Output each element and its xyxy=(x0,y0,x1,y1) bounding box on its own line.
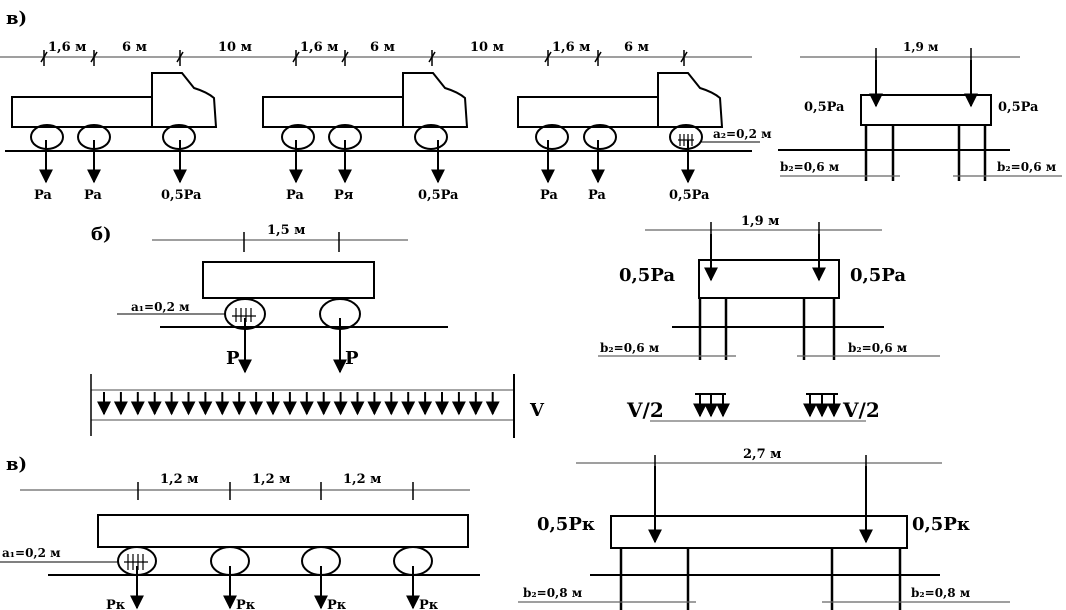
dim-label: 6 м xyxy=(624,40,649,55)
contact-patch-hatch xyxy=(124,554,148,570)
dim-label: 1,2 м xyxy=(343,472,381,487)
dim-label: 1,6 м xyxy=(300,40,338,55)
v-left-label: V/2 xyxy=(626,398,664,422)
distributed-load xyxy=(90,374,515,438)
dim-label: 1,6 м xyxy=(48,40,86,55)
b-left-label: b₂=0,6 м xyxy=(600,341,660,355)
load-left-label: 0,5Pк xyxy=(537,514,595,535)
load-right-label: 0,5Pк xyxy=(912,514,970,535)
distributed-load-label: V xyxy=(529,400,545,421)
cross-section: 1,9 м 0,5Pa 0,5Pa b₂=0,6 м b₂=0,6 м xyxy=(598,214,940,422)
truck xyxy=(262,72,469,150)
dim-label: 10 м xyxy=(470,40,504,55)
section-b-label: б) xyxy=(91,224,112,245)
dim-label: 1,2 м xyxy=(252,472,290,487)
load-label: Pк xyxy=(419,598,439,610)
wheels xyxy=(117,546,433,576)
trailer-body xyxy=(202,261,375,299)
load-label: Pa xyxy=(588,188,606,203)
dimension-ticks xyxy=(40,50,688,66)
truck xyxy=(11,72,218,150)
b-left-label: b₂=0,6 м xyxy=(780,160,840,174)
load-arrows xyxy=(130,566,420,610)
load-right-label: 0,5Pa xyxy=(850,265,906,286)
load-label: Pa xyxy=(286,188,304,203)
dim-label: 6 м xyxy=(370,40,395,55)
section-b: б) 1,5 м a₁=0,2 м P P V xyxy=(90,214,940,438)
load-label: Pa xyxy=(540,188,558,203)
load-label: P xyxy=(226,348,240,369)
width-label: 1,9 м xyxy=(741,214,779,229)
load-label: 0,5Pa xyxy=(418,188,459,203)
v-right-label: V/2 xyxy=(842,398,880,422)
a1-label: a₁=0,2 м xyxy=(131,300,190,314)
dim-label: 6 м xyxy=(122,40,147,55)
cross-section: 2,7 м 0,5Pк 0,5Pк b₂=0,8 м b₂=0,8 м xyxy=(518,447,1010,610)
load-label: Pк xyxy=(106,598,126,610)
load-left-label: 0,5Pa xyxy=(619,265,675,286)
b-right-label: b₂=0,8 м xyxy=(911,586,971,600)
a2-label: a₂=0,2 м xyxy=(713,127,772,141)
b-right-label: b₂=0,6 м xyxy=(848,341,908,355)
contact-patch-hatch xyxy=(678,134,694,146)
section-a-label: в) xyxy=(6,8,27,29)
load-label: 0,5Pa xyxy=(161,188,202,203)
trailer-body xyxy=(97,514,469,548)
wheel-load-arrows xyxy=(541,140,695,184)
wheel-load-arrows xyxy=(39,140,187,184)
load-label: Pк xyxy=(327,598,347,610)
dim-label: 1,5 м xyxy=(267,223,305,238)
section-c: в) 1,2 м 1,2 м 1,2 м a₁=0,2 м xyxy=(0,447,1010,610)
load-right-label: 0,5Pa xyxy=(998,100,1039,115)
dim-label: 1,6 м xyxy=(552,40,590,55)
load-label: Pa xyxy=(84,188,102,203)
load-label: P xyxy=(345,348,359,369)
cross-section: 1,9 м 0,5Pa 0,5Pa b₂=0,6 м b₂=0,6 м xyxy=(778,40,1062,181)
b-right-label: b₂=0,6 м xyxy=(997,160,1057,174)
width-label: 2,7 м xyxy=(743,447,781,462)
truck xyxy=(517,72,724,150)
load-label: Pa xyxy=(34,188,52,203)
section-a: в) 1,6 м 6 м 10 м 1,6 м 6 м 10 м 1,6 м 6… xyxy=(0,8,1062,203)
a1-label: a₁=0,2 м xyxy=(2,546,61,560)
section-c-label: в) xyxy=(6,454,27,475)
load-left-label: 0,5Pa xyxy=(804,100,845,115)
load-label: Pк xyxy=(236,598,256,610)
b-left-label: b₂=0,8 м xyxy=(523,586,583,600)
wheel-load-arrows xyxy=(289,140,445,184)
dim-label: 1,2 м xyxy=(160,472,198,487)
load-label: Pя xyxy=(334,188,354,203)
dim-label: 10 м xyxy=(218,40,252,55)
load-label: 0,5Pa xyxy=(669,188,710,203)
width-label: 1,9 м xyxy=(903,40,939,54)
